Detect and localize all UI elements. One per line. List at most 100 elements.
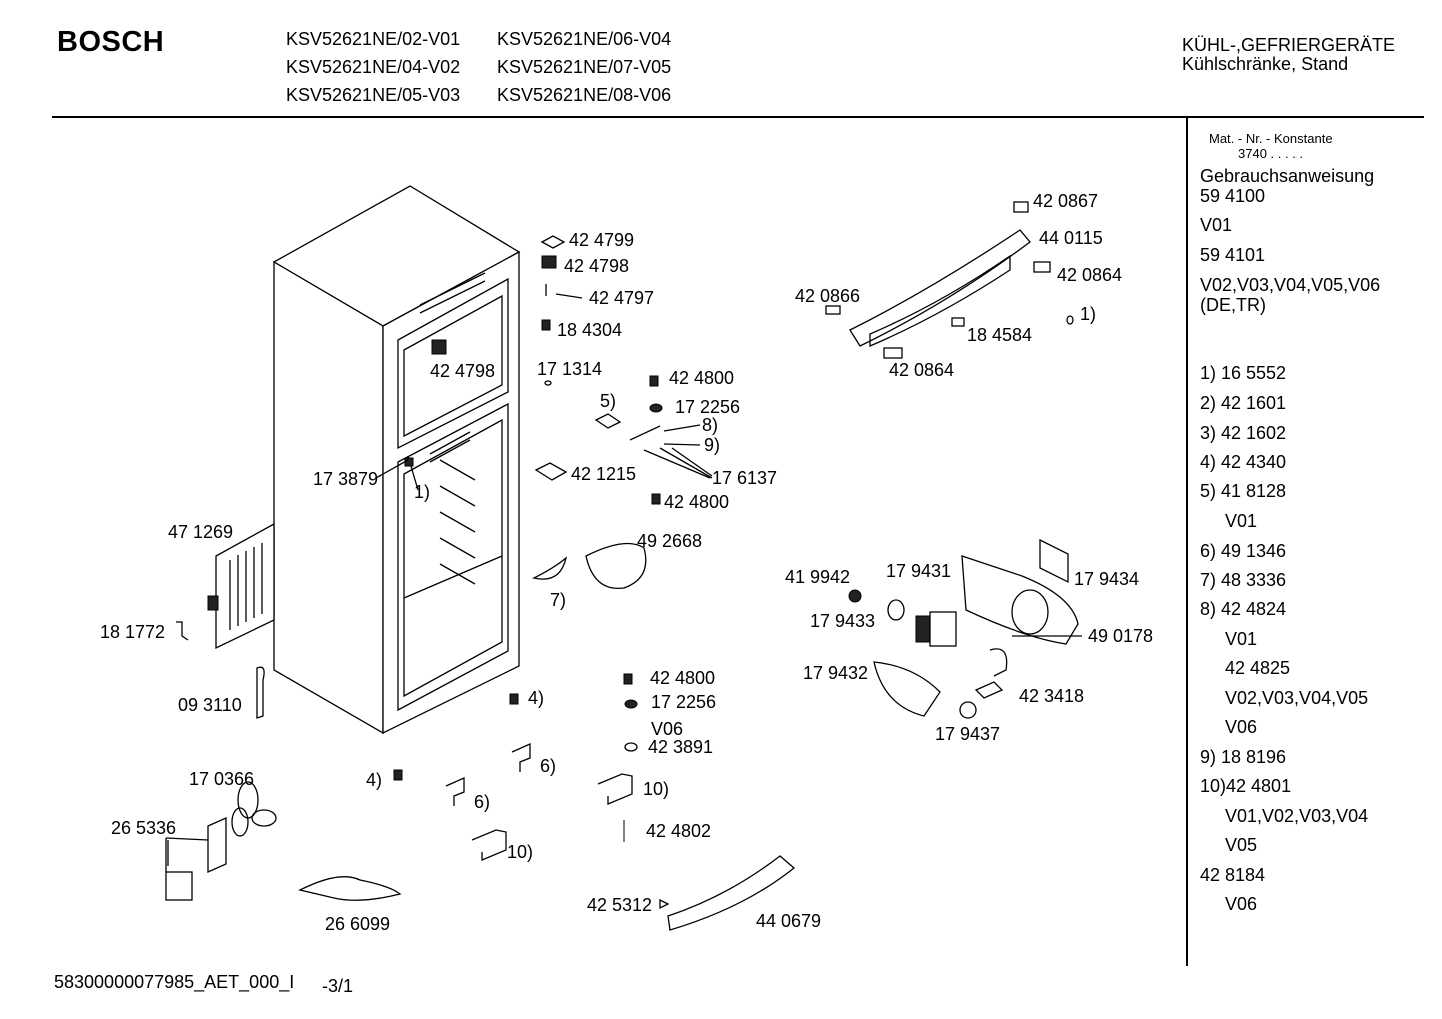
- part-label: 10): [643, 779, 670, 799]
- part-label: V06: [651, 719, 684, 739]
- material-number-value: 3740 . . . . .: [1238, 146, 1304, 161]
- part-label: 42 4800: [650, 668, 716, 688]
- part-label: 49 0178: [1088, 626, 1154, 646]
- sidebar-line: 8) 42 4824: [1200, 599, 1287, 619]
- document-id: 58300000077985_AET_000_I: [54, 972, 295, 992]
- sidebar-line: V01: [1225, 511, 1258, 531]
- page-number: -3/1: [322, 976, 354, 996]
- part-label: 17 3879: [313, 469, 379, 489]
- category-subtitle: Kühlschränke, Stand: [1182, 54, 1349, 74]
- compressor-cover: [207, 522, 275, 650]
- part-label: 42 3891: [648, 737, 714, 757]
- sidebar-line: V02,V03,V04,V05,V06: [1200, 275, 1381, 295]
- part-label: 18 4584: [967, 325, 1033, 345]
- exploded-view-drawing: [165, 185, 1082, 931]
- part-label: 09 3110: [178, 695, 242, 715]
- header-divider: [52, 116, 1424, 118]
- part-label: 26 6099: [325, 914, 391, 934]
- sidebar-line: V02,V03,V04,V05: [1225, 688, 1369, 708]
- part-label: 17 9437: [935, 724, 1001, 744]
- small-parts: [393, 235, 713, 861]
- model-number: KSV52621NE/07-V05: [497, 57, 672, 77]
- brand-logo: BOSCH: [57, 26, 165, 58]
- sidebar-line: 10)42 4801: [1200, 776, 1292, 796]
- category-title: KÜHL-,GEFRIERGERÄTE: [1182, 35, 1396, 55]
- part-label: 42 4800: [664, 492, 730, 512]
- sidebar-line: V05: [1225, 835, 1258, 855]
- part-label: 42 4802: [646, 821, 712, 841]
- part-label: 26 5336: [111, 818, 177, 838]
- material-number-label: Mat. - Nr. - Konstante: [1209, 131, 1333, 146]
- part-label: 18 1772: [100, 622, 166, 642]
- part-label: 1): [1080, 304, 1097, 324]
- sidebar-line: 59 4101: [1200, 245, 1266, 265]
- sidebar-line: V06: [1225, 717, 1258, 737]
- part-label: 42 0864: [1057, 265, 1123, 285]
- part-label: 42 0864: [889, 360, 955, 380]
- part-label: 42 5312: [587, 895, 653, 915]
- part-label: 17 1314: [537, 359, 603, 379]
- model-number: KSV52621NE/08-V06: [497, 85, 672, 105]
- part-label: 7): [550, 590, 567, 610]
- sidebar-line: (DE,TR): [1200, 295, 1266, 315]
- part-label: 42 4798: [430, 361, 496, 381]
- model-number: KSV52621NE/04-V02: [286, 57, 461, 77]
- sidebar-line: 6) 49 1346: [1200, 541, 1287, 561]
- part-label: 5): [600, 391, 617, 411]
- sidebar-line: 9) 18 8196: [1200, 747, 1287, 767]
- sidebar-line: V01,V02,V03,V04: [1225, 806, 1369, 826]
- part-label: 17 9431: [886, 561, 952, 581]
- part-label: 42 3418: [1019, 686, 1085, 706]
- part-label: 10): [507, 842, 534, 862]
- part-label: 47 1269: [168, 522, 234, 542]
- model-number: KSV52621NE/06-V04: [497, 29, 672, 49]
- part-label: 1): [414, 482, 431, 502]
- part-label: 4): [528, 688, 545, 708]
- sidebar-line: 1) 16 5552: [1200, 363, 1287, 383]
- sidebar-line: V01: [1200, 215, 1233, 235]
- part-label: 6): [474, 792, 491, 812]
- bracket-part: [176, 621, 189, 641]
- control-panel: [825, 201, 1074, 359]
- part-label: 4): [366, 770, 383, 790]
- part-label: 42 4797: [589, 288, 655, 308]
- sidebar-line: 3) 42 1602: [1200, 423, 1287, 443]
- model-number: KSV52621NE/05-V03: [286, 85, 461, 105]
- part-label: 17 2256: [651, 692, 717, 712]
- sidebar-line: 5) 41 8128: [1200, 481, 1287, 501]
- part-label: 8): [702, 415, 719, 435]
- light-assembly: [848, 538, 1079, 719]
- model-number: KSV52621NE/02-V01: [286, 29, 461, 49]
- capacitor-part: [256, 666, 265, 719]
- sidebar-line: 42 4825: [1225, 658, 1291, 678]
- part-label: 42 4798: [564, 256, 630, 276]
- part-label: 17 9434: [1074, 569, 1140, 589]
- leader-lines: [167, 449, 1082, 866]
- power-cord: [298, 876, 402, 901]
- part-label: 42 4800: [669, 368, 735, 388]
- part-label: 42 0866: [795, 286, 861, 306]
- part-label: 42 0867: [1033, 191, 1099, 211]
- sidebar-line: V01: [1225, 629, 1258, 649]
- sidebar-line: 7) 48 3336: [1200, 570, 1287, 590]
- part-label: 17 9433: [810, 611, 876, 631]
- part-label: 17 0366: [189, 769, 255, 789]
- part-label: 42 4799: [569, 230, 635, 250]
- fan-motor: [165, 781, 277, 901]
- sidebar-line: V06: [1225, 894, 1258, 914]
- sidebar-divider: [1186, 118, 1188, 966]
- part-label: 44 0679: [756, 911, 822, 931]
- sidebar-line: 42 8184: [1200, 865, 1266, 885]
- part-label: 17 2256: [675, 397, 741, 417]
- fridge-cabinet: [272, 185, 521, 735]
- bottom-grille: [659, 855, 796, 931]
- part-label: 42 1215: [571, 464, 637, 484]
- sidebar-line: 4) 42 4340: [1200, 452, 1287, 472]
- part-label: 9): [704, 435, 721, 455]
- part-label: 6): [540, 756, 557, 776]
- manual-label: Gebrauchsanweisung: [1200, 166, 1375, 186]
- part-label: 17 6137: [712, 468, 778, 488]
- part-label: 18 4304: [557, 320, 623, 340]
- part-label: 49 2668: [637, 531, 703, 551]
- part-label: 17 9432: [803, 663, 869, 683]
